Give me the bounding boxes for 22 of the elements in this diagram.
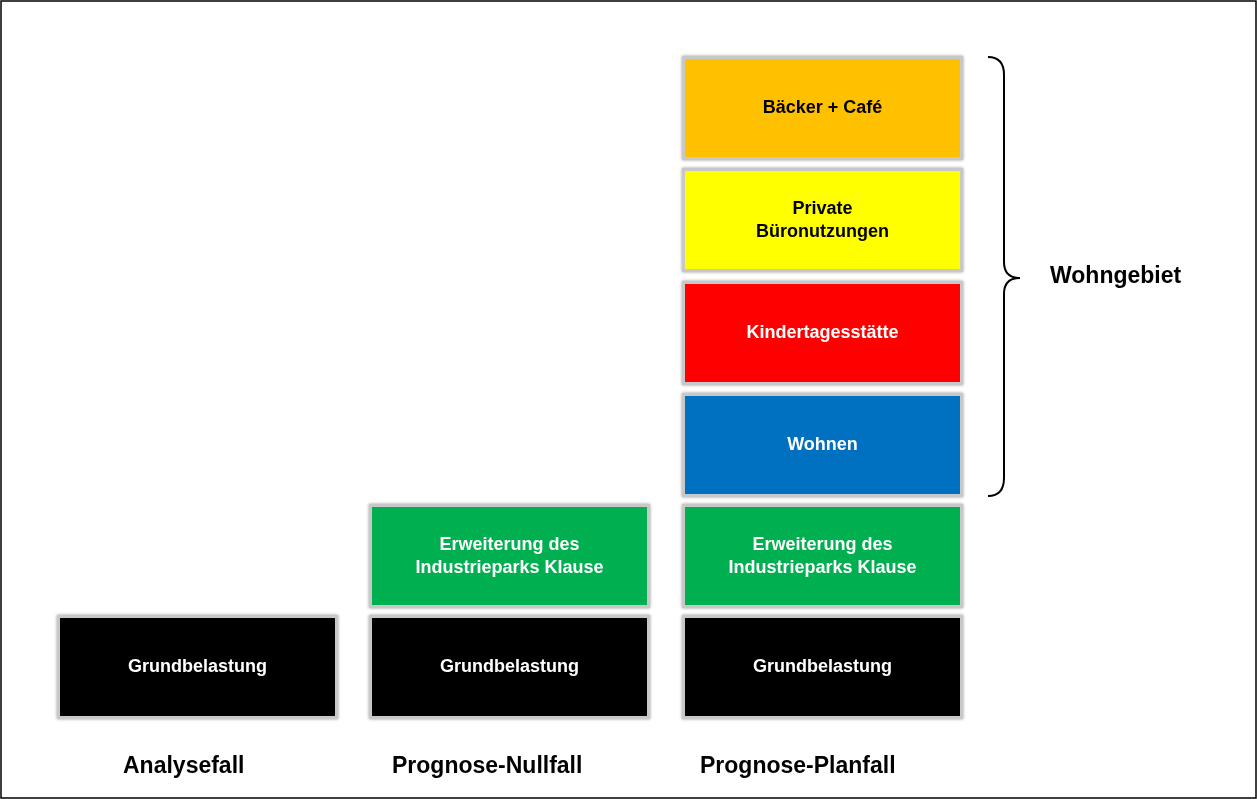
block-label: Wohnen [787,433,858,457]
block-label: Bäcker + Café [762,96,883,120]
block-label: Private Büronutzungen [755,196,890,243]
category-block [682,504,963,608]
column-label: Prognose-Nullfall [392,752,583,779]
column-label: Analysefall [123,752,245,779]
block-label: Kindertagesstätte [746,321,899,345]
block-label: Grundbelastung [128,655,267,679]
category-block [682,168,963,272]
block-label: Erweiterung des Industrieparks Klause [414,532,605,579]
category-block [682,281,963,385]
column-label: Prognose-Planfall [700,752,896,779]
category-block [682,393,963,497]
block-label: Grundbelastung [753,655,892,679]
category-block [57,615,338,719]
category-block [369,504,650,608]
category-block [682,56,963,160]
block-label: Erweiterung des Industrieparks Klause [727,532,918,579]
block-label: Grundbelastung [440,655,579,679]
category-block [369,615,650,719]
category-block [682,615,963,719]
group-label: Wohngebiet [1050,262,1182,289]
